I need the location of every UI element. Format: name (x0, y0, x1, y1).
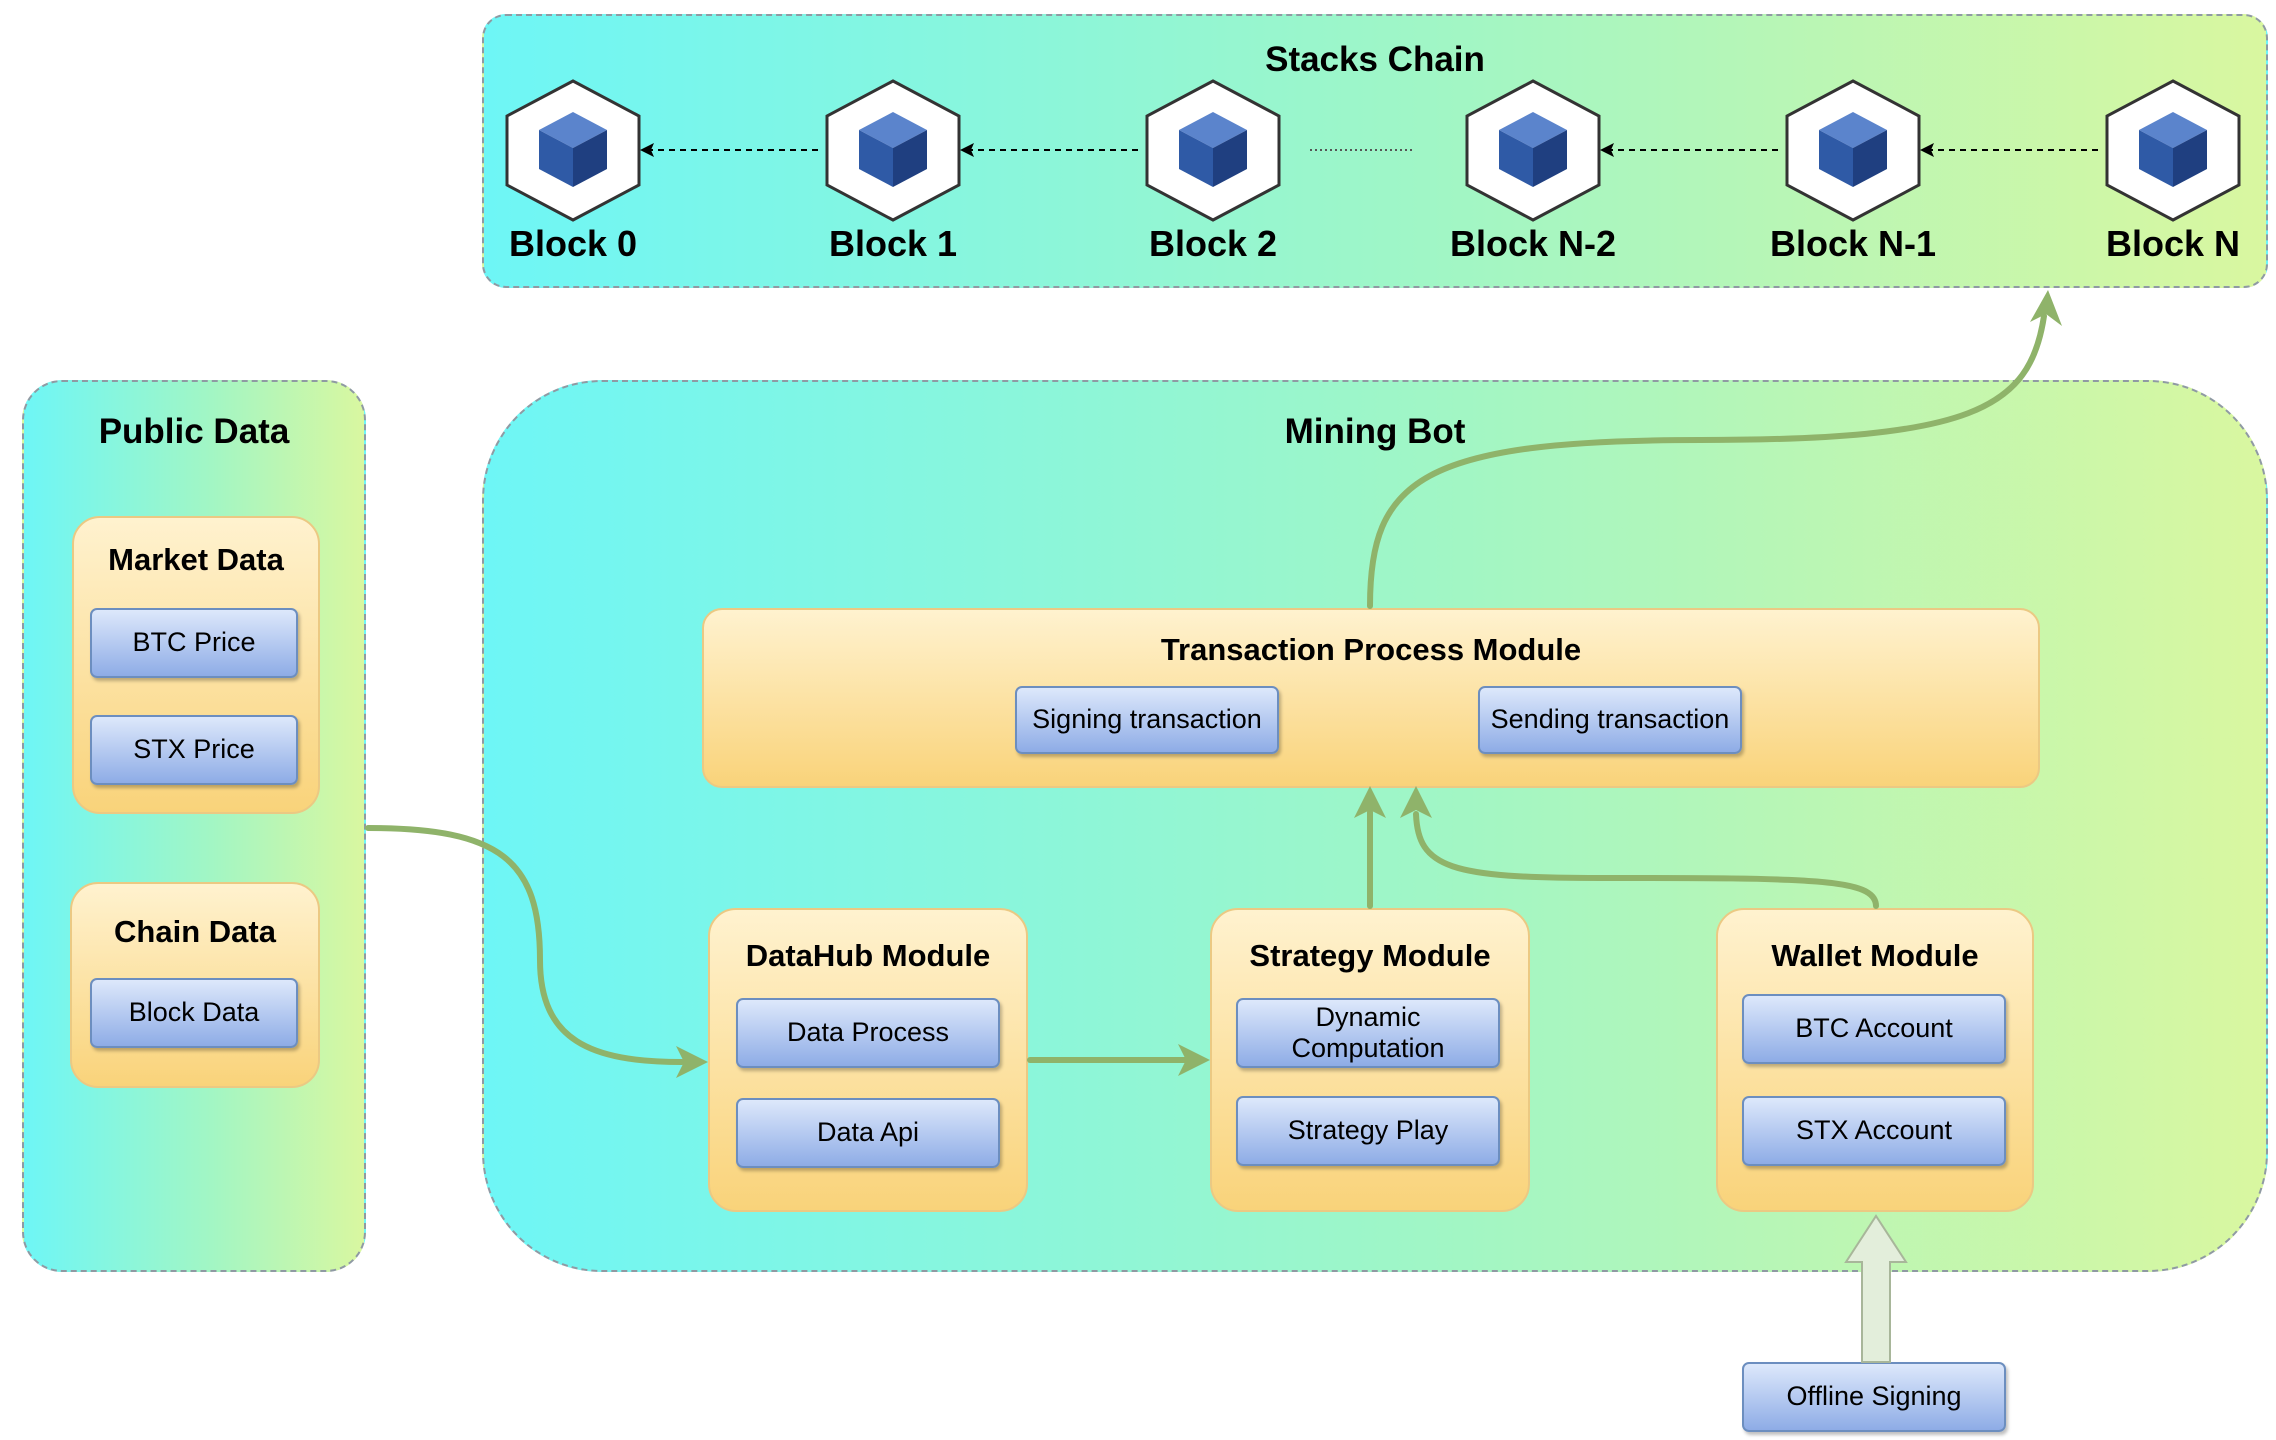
public-to-datahub-arrow (365, 825, 685, 1065)
block-cube-icon (1465, 79, 1601, 222)
btc-account-item[interactable]: BTC Account (1742, 994, 2006, 1064)
arrowhead-icon (2030, 290, 2062, 326)
block-0[interactable]: Block 0 (498, 78, 648, 264)
block-n[interactable]: Block N (2098, 78, 2248, 264)
btc-price-item[interactable]: BTC Price (90, 608, 298, 678)
arrowhead-icon (1354, 786, 1386, 818)
data-process-item[interactable]: Data Process (736, 998, 1000, 1068)
transaction-process-title: Transaction Process Module (1160, 632, 1582, 667)
block-label: Block N (2105, 223, 2241, 264)
block-data-item[interactable]: Block Data (90, 978, 298, 1048)
stacks-chain-title: Stacks Chain (1265, 40, 1485, 79)
stx-account-item[interactable]: STX Account (1742, 1096, 2006, 1166)
public-data-title: Public Data (98, 412, 290, 451)
block-label: Block N-1 (1769, 223, 1937, 264)
stx-price-item[interactable]: STX Price (90, 715, 298, 785)
block-cube-icon (505, 79, 641, 222)
dynamic-computation-item[interactable]: Dynamic Computation (1236, 998, 1500, 1068)
block-cube-icon (2105, 79, 2241, 222)
datahub-title: DataHub Module (745, 938, 991, 973)
wallet-to-transaction-arrow (1413, 811, 1879, 909)
block-cube-icon (1785, 79, 1921, 222)
arrowhead-icon (1178, 1044, 1210, 1076)
arrowhead-icon (676, 1046, 708, 1078)
market-data-title: Market Data (108, 542, 284, 577)
block-cube-icon (825, 79, 961, 222)
wallet-title: Wallet Module (1771, 938, 1979, 973)
sending-transaction-item[interactable]: Sending transaction (1478, 686, 1742, 754)
transaction-process-module: Transaction Process Module (702, 608, 2040, 788)
arrowhead-icon (640, 143, 654, 157)
transaction-to-chain-arrow (1367, 313, 2047, 609)
mining-bot-title: Mining Bot (1284, 412, 1466, 451)
block-1[interactable]: Block 1 (818, 78, 968, 264)
arrowhead-icon (1920, 143, 1934, 157)
block-2[interactable]: Block 2 (1138, 78, 1288, 264)
signing-transaction-item[interactable]: Signing transaction (1015, 686, 1279, 754)
block-cube-icon (1145, 79, 1281, 222)
block-n-1[interactable]: Block N-1 (1770, 78, 1936, 264)
block-label: Block 0 (508, 223, 638, 264)
arrowhead-icon (960, 143, 974, 157)
flow-arrows (365, 313, 2047, 1065)
strategy-play-item[interactable]: Strategy Play (1236, 1096, 1500, 1166)
offline-signing-up-arrow (1844, 1214, 1908, 1363)
chain-data-title: Chain Data (114, 914, 276, 949)
block-label: Block N-2 (1449, 223, 1617, 264)
block-n-2[interactable]: Block N-2 (1450, 78, 1616, 264)
flow-arrowheads (676, 290, 2062, 1078)
data-api-item[interactable]: Data Api (736, 1098, 1000, 1168)
strategy-title: Strategy Module (1249, 938, 1491, 973)
chain-link-arrowheads (640, 143, 1934, 157)
block-label: Block 2 (1148, 223, 1278, 264)
arrowhead-icon (1400, 786, 1432, 818)
block-label: Block 1 (828, 223, 958, 264)
arrowhead-icon (1600, 143, 1614, 157)
